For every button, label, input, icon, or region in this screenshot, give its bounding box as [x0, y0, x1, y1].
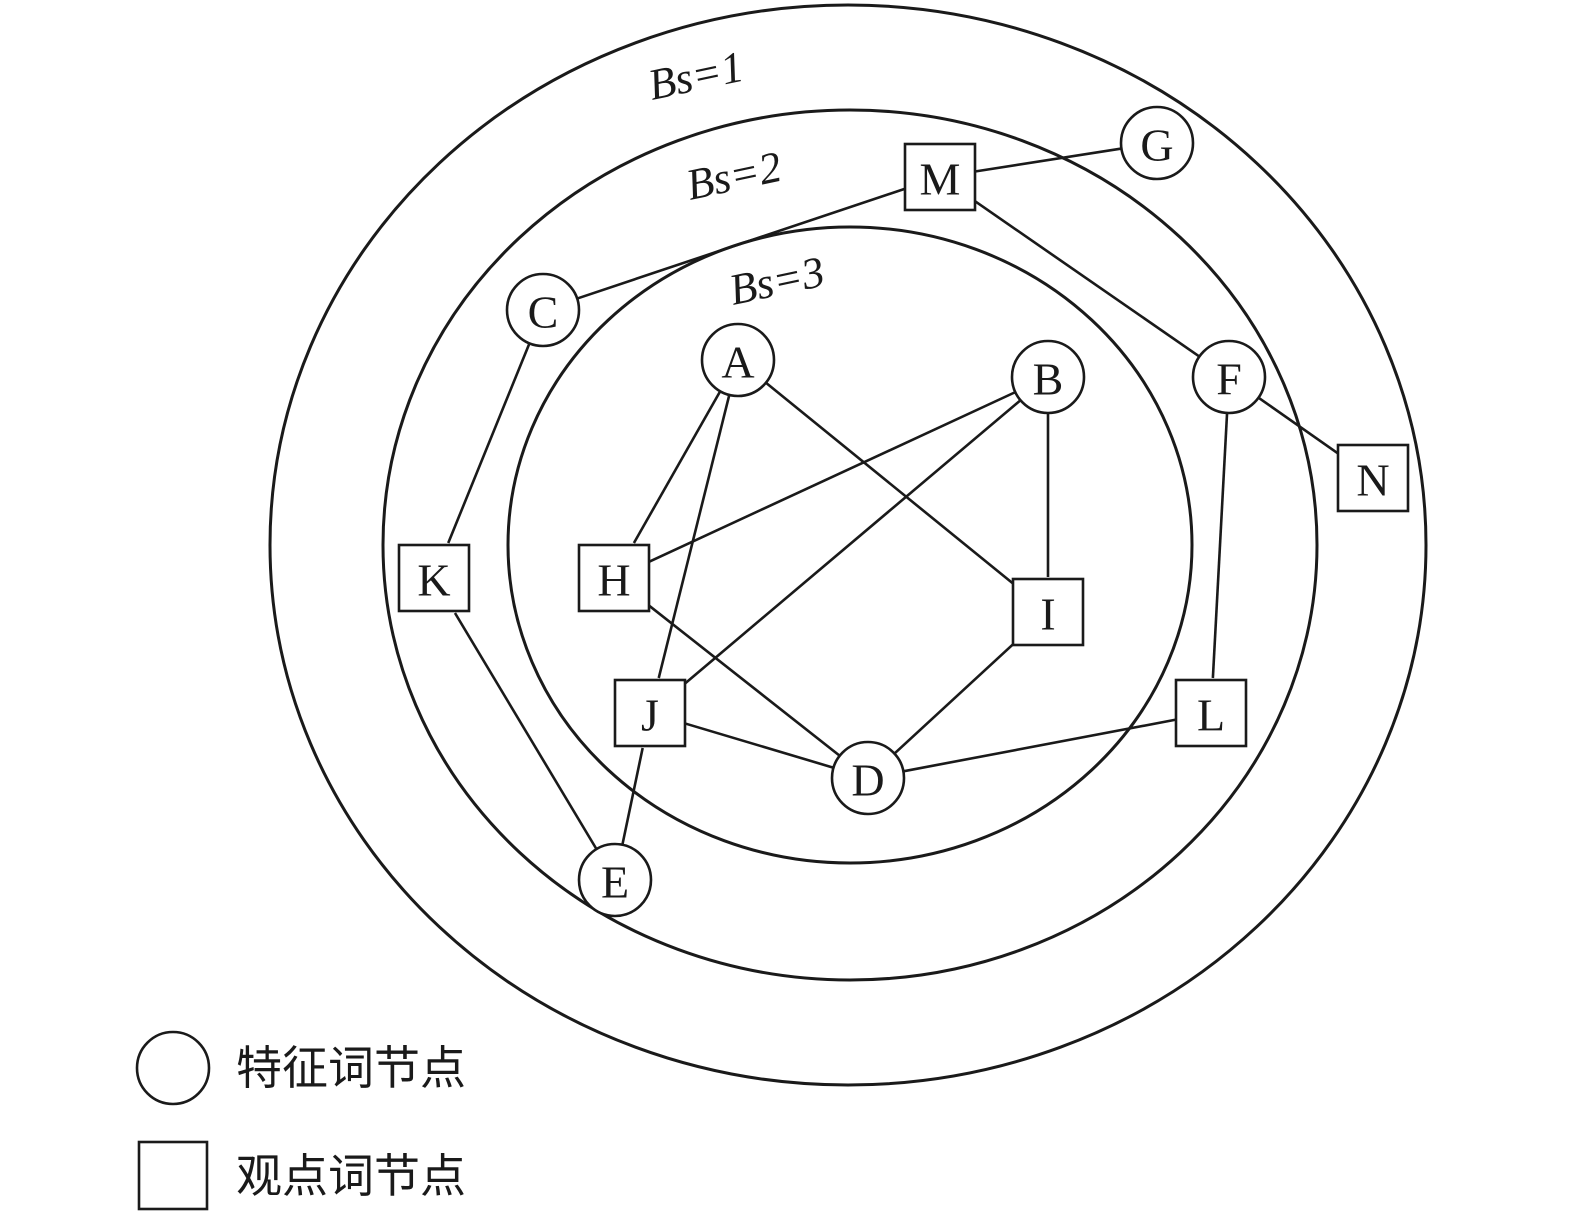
node-a: A	[700, 322, 776, 398]
node-c: C	[505, 272, 581, 348]
node-label: I	[1040, 589, 1055, 640]
ring-label-bs2: Bs=2	[682, 142, 786, 210]
edge-b-j	[684, 399, 1022, 685]
edge-a-i	[765, 381, 1014, 585]
feature-node-circle	[577, 842, 653, 918]
edge-f-n	[1257, 396, 1339, 455]
node-j: J	[613, 678, 687, 748]
edge-c-m	[576, 187, 906, 300]
opinion-node-square	[613, 678, 687, 748]
edge-c-k	[447, 342, 531, 544]
opinion-node-square	[397, 543, 471, 613]
feature-node-circle	[1010, 339, 1086, 415]
node-label: B	[1033, 354, 1064, 405]
node-h: H	[577, 543, 651, 613]
node-k: K	[397, 543, 471, 613]
node-label: N	[1356, 455, 1389, 506]
edge-j-d	[684, 722, 834, 769]
edge-a-j	[657, 394, 731, 679]
edge-a-h	[632, 390, 722, 544]
feature-node-circle	[505, 272, 581, 348]
feature-node-circle	[1191, 339, 1267, 415]
opinion-node-square	[903, 142, 977, 212]
opinion-node-square	[577, 543, 651, 613]
edge-i-d	[893, 643, 1014, 755]
node-g: G	[1119, 105, 1195, 181]
edge-j-e	[621, 747, 644, 846]
node-f: F	[1191, 339, 1267, 415]
ring-bs1	[268, 3, 1428, 1087]
opinion-node-square	[1011, 577, 1085, 647]
node-label: A	[721, 337, 754, 388]
edge-h-d	[648, 604, 841, 757]
node-b: B	[1010, 339, 1086, 415]
edge-d-l	[903, 718, 1177, 773]
feature-node-circle	[1119, 105, 1195, 181]
node-d: D	[830, 740, 906, 816]
node-label: G	[1140, 120, 1173, 171]
legend-opinion-label: 观点词节点	[236, 1149, 466, 1203]
ring-bs2	[381, 108, 1319, 982]
opinion-node-square	[1174, 678, 1248, 748]
node-label: D	[851, 755, 884, 806]
legend: 特征词节点 观点词节点	[135, 1030, 466, 1211]
node-label: F	[1216, 354, 1242, 405]
node-label: E	[601, 857, 629, 908]
node-label: L	[1197, 690, 1225, 741]
edge-f-l	[1211, 412, 1229, 679]
node-m: M	[903, 142, 977, 212]
edge-k-e	[453, 612, 598, 850]
edges-layer	[447, 147, 1339, 850]
feature-node-circle	[830, 740, 906, 816]
node-e: E	[577, 842, 653, 918]
ring-bs3	[506, 225, 1194, 865]
edge-m-g	[974, 147, 1122, 173]
legend-square-icon	[137, 1140, 209, 1211]
edge-b-h	[648, 390, 1016, 563]
legend-feature-label: 特征词节点	[236, 1041, 466, 1095]
feature-node-circle	[700, 322, 776, 398]
node-i: I	[1011, 577, 1085, 647]
node-label: H	[597, 555, 630, 606]
node-label: M	[920, 154, 961, 205]
legend-circle-icon	[135, 1030, 211, 1106]
node-l: L	[1174, 678, 1248, 748]
opinion-node-square	[1336, 443, 1410, 513]
node-label: C	[528, 287, 559, 338]
ring-label-bs3: Bs=3	[725, 247, 829, 315]
nodes-layer: A B C D E F G H I J K L M N	[397, 105, 1410, 918]
node-n: N	[1336, 443, 1410, 513]
node-label: J	[641, 690, 659, 741]
node-label: K	[417, 555, 450, 606]
edge-m-f	[974, 200, 1201, 358]
ring-label-bs1: Bs=1	[644, 42, 748, 110]
